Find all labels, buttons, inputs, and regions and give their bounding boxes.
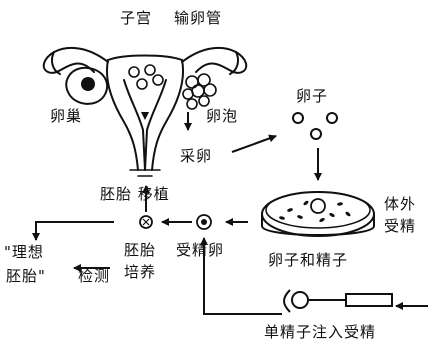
follicle-cluster-icon [183,74,216,109]
label-egg-and-sperm: 卵子和精子 [268,252,348,268]
label-ivf-line2: 受精 [384,218,416,234]
uterus-eggs [129,65,163,89]
arrow-retrieval-to-eggs [232,136,276,152]
label-follicle: 卵泡 [206,108,238,124]
label-fertilized-egg: 受精卵 [176,242,224,258]
petri-dish-icon [262,192,374,236]
label-oviduct: 输卵管 [174,10,222,26]
label-ovary: 卵巢 [50,108,82,124]
icsi-needle-icon [284,290,392,312]
line-culture-loop [36,222,114,240]
label-ideal-embryo-line2: 胚胎" [6,268,46,284]
label-embryo-culture-line2: 培养 [124,264,156,280]
label-ivf-line1: 体外 [384,196,416,212]
embryo-icon [140,216,152,228]
label-ideal-embryo-line1: "理想 [4,244,44,260]
label-egg-retrieval: 采卵 [180,148,212,164]
label-icsi: 单精子注入受精 [264,324,376,340]
label-embryo-transfer: 胚胎 移植 [100,186,170,202]
eggs-icon [293,113,337,139]
label-detection: 检测 [78,268,110,284]
embryo-in-uterus [141,112,149,120]
label-uterus: 子宫 [120,10,152,26]
label-embryo-culture-line1: 胚胎 [124,242,156,258]
label-egg: 卵子 [296,88,328,104]
fertilized-egg-icon [197,215,211,229]
ovary-icon [66,68,107,104]
